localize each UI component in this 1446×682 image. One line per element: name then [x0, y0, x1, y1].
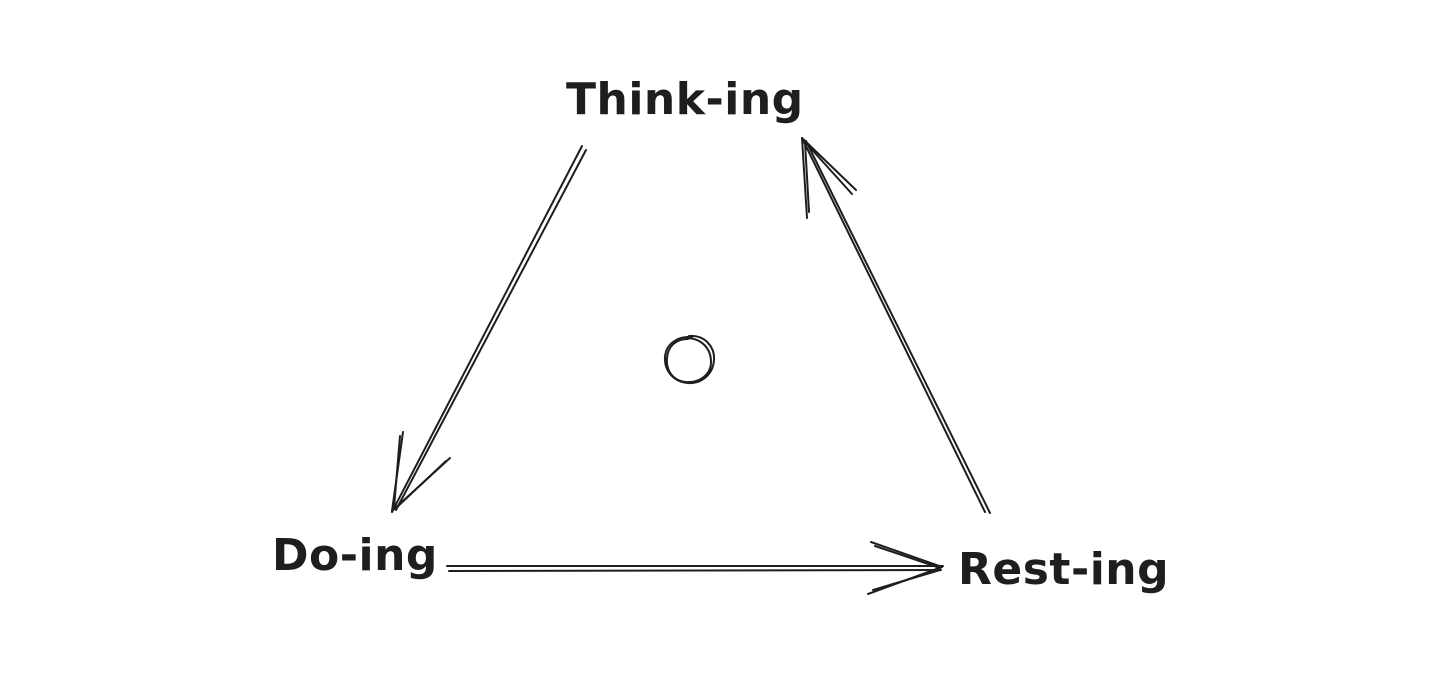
node-label-thinking: Think-ing — [566, 74, 804, 125]
arrow-thinking-to-doing — [391, 145, 587, 513]
arrow-resting-to-thinking — [801, 137, 991, 514]
arrow-doing-to-resting — [446, 541, 944, 595]
node-label-doing: Do-ing — [272, 530, 438, 581]
center-circle-icon — [663, 334, 716, 385]
node-label-resting: Rest-ing — [958, 544, 1169, 595]
